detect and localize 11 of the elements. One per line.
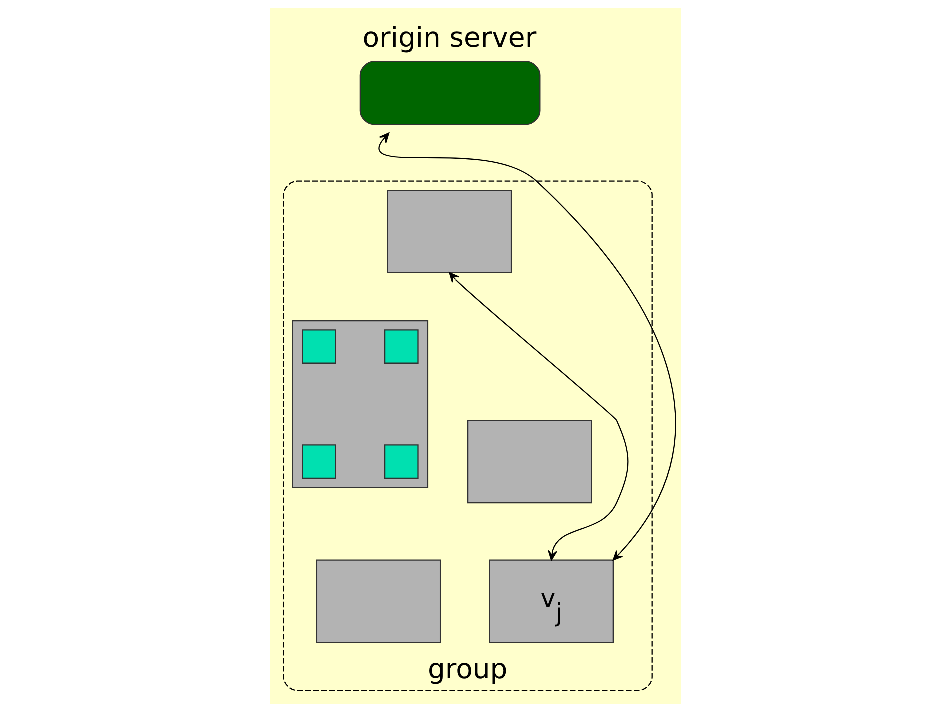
node-box: [384, 330, 418, 364]
node-box: [316, 560, 441, 644]
node-box: [466, 420, 592, 504]
node-box: [302, 330, 336, 364]
arrow: [378, 132, 676, 561]
node-box: [302, 444, 336, 479]
arrow: [448, 272, 628, 561]
node-label: origin server: [362, 23, 536, 54]
node-box: [386, 190, 512, 274]
node-box: [384, 444, 418, 479]
cluster: [292, 320, 428, 488]
